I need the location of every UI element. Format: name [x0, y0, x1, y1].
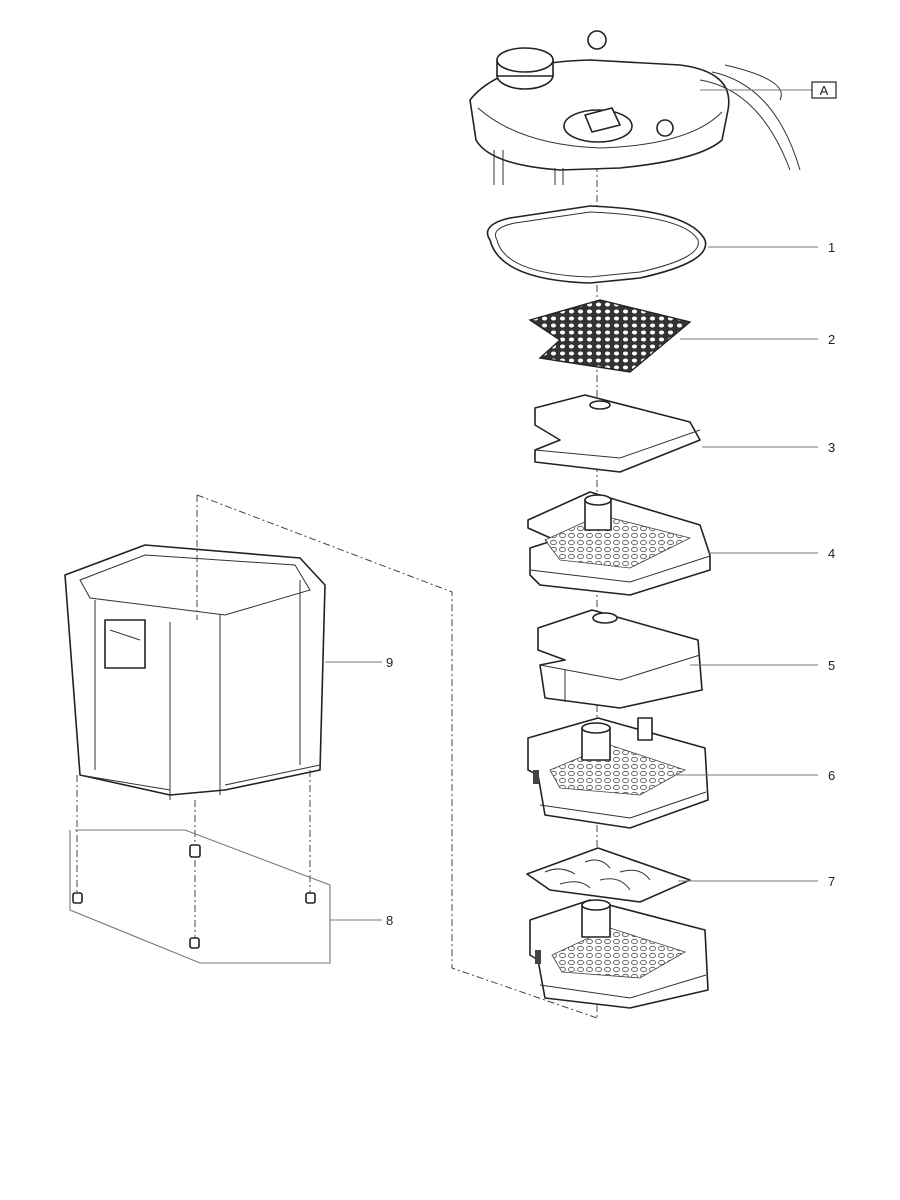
label-3: 3 [828, 440, 835, 455]
label-2: 2 [828, 332, 835, 347]
housing-feet [69, 770, 331, 964]
label-6: 6 [828, 768, 835, 783]
foot [305, 892, 316, 904]
foam-pad-thick [537, 609, 703, 709]
filter-media-bag [526, 847, 691, 903]
label-1: 1 [828, 240, 835, 255]
label-4: 4 [828, 546, 835, 561]
media-basket-bottom [529, 899, 709, 1009]
label-5: 5 [828, 658, 835, 673]
foot [189, 844, 201, 858]
gasket-ring [486, 205, 707, 284]
label-a-box [811, 81, 837, 99]
label-9: 9 [386, 655, 393, 670]
filter-housing [64, 495, 326, 800]
assembly-guide-line [196, 494, 598, 1019]
label-7: 7 [828, 874, 835, 889]
foam-pad-thin [534, 394, 701, 473]
label-a: A [820, 83, 829, 98]
foot [189, 937, 200, 949]
filter-head [469, 30, 801, 185]
fine-filter-pad [528, 299, 692, 373]
foot [72, 892, 83, 904]
media-basket-shallow [527, 491, 711, 596]
media-basket-deep [527, 717, 709, 829]
label-8: 8 [386, 913, 393, 928]
